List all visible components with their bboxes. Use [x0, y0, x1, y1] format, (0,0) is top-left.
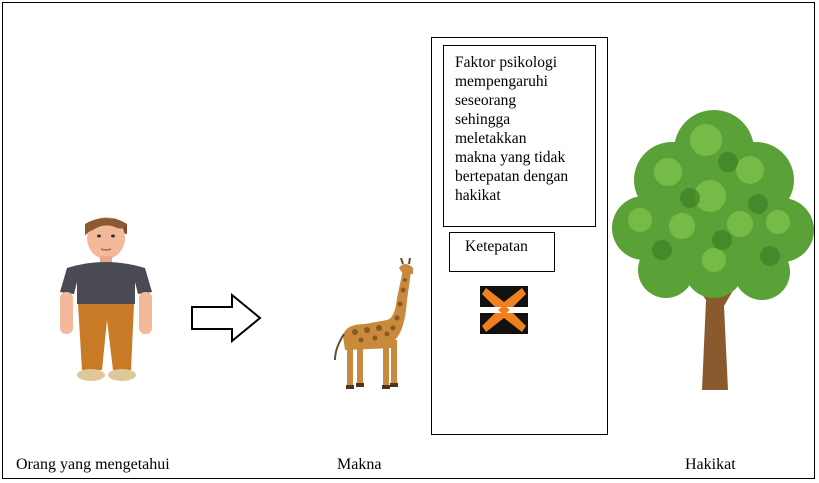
note-line: meletakkan: [455, 130, 527, 147]
person-illustration: [60, 217, 152, 381]
orange-x-mark-icon: [480, 286, 528, 334]
accuracy-label: Ketepatan: [465, 238, 528, 255]
note-line: seseorang: [455, 92, 517, 109]
note-line: mempengaruhi: [455, 73, 548, 90]
tree-illustration: [612, 110, 814, 390]
accuracy-box: Ketepatan: [449, 232, 555, 272]
label-person: Orang yang mengetahui: [16, 456, 170, 473]
central-panel: [431, 37, 608, 435]
note-line: makna yang tidak: [455, 149, 566, 166]
note-line: Faktor psikologi: [455, 54, 558, 71]
psychology-factor-note: Faktor psikologi mempengaruhi seseorang …: [443, 45, 596, 227]
label-meaning: Makna: [337, 456, 382, 473]
note-line: sehingga: [455, 111, 511, 128]
giraffe-illustration: [334, 258, 413, 389]
header-text-partial: [150, 0, 710, 6]
note-line: hakikat: [455, 187, 501, 204]
right-arrow-icon: [191, 292, 262, 344]
note-line: bertepatan dengan: [455, 168, 569, 185]
label-essence: Hakikat: [685, 456, 736, 473]
